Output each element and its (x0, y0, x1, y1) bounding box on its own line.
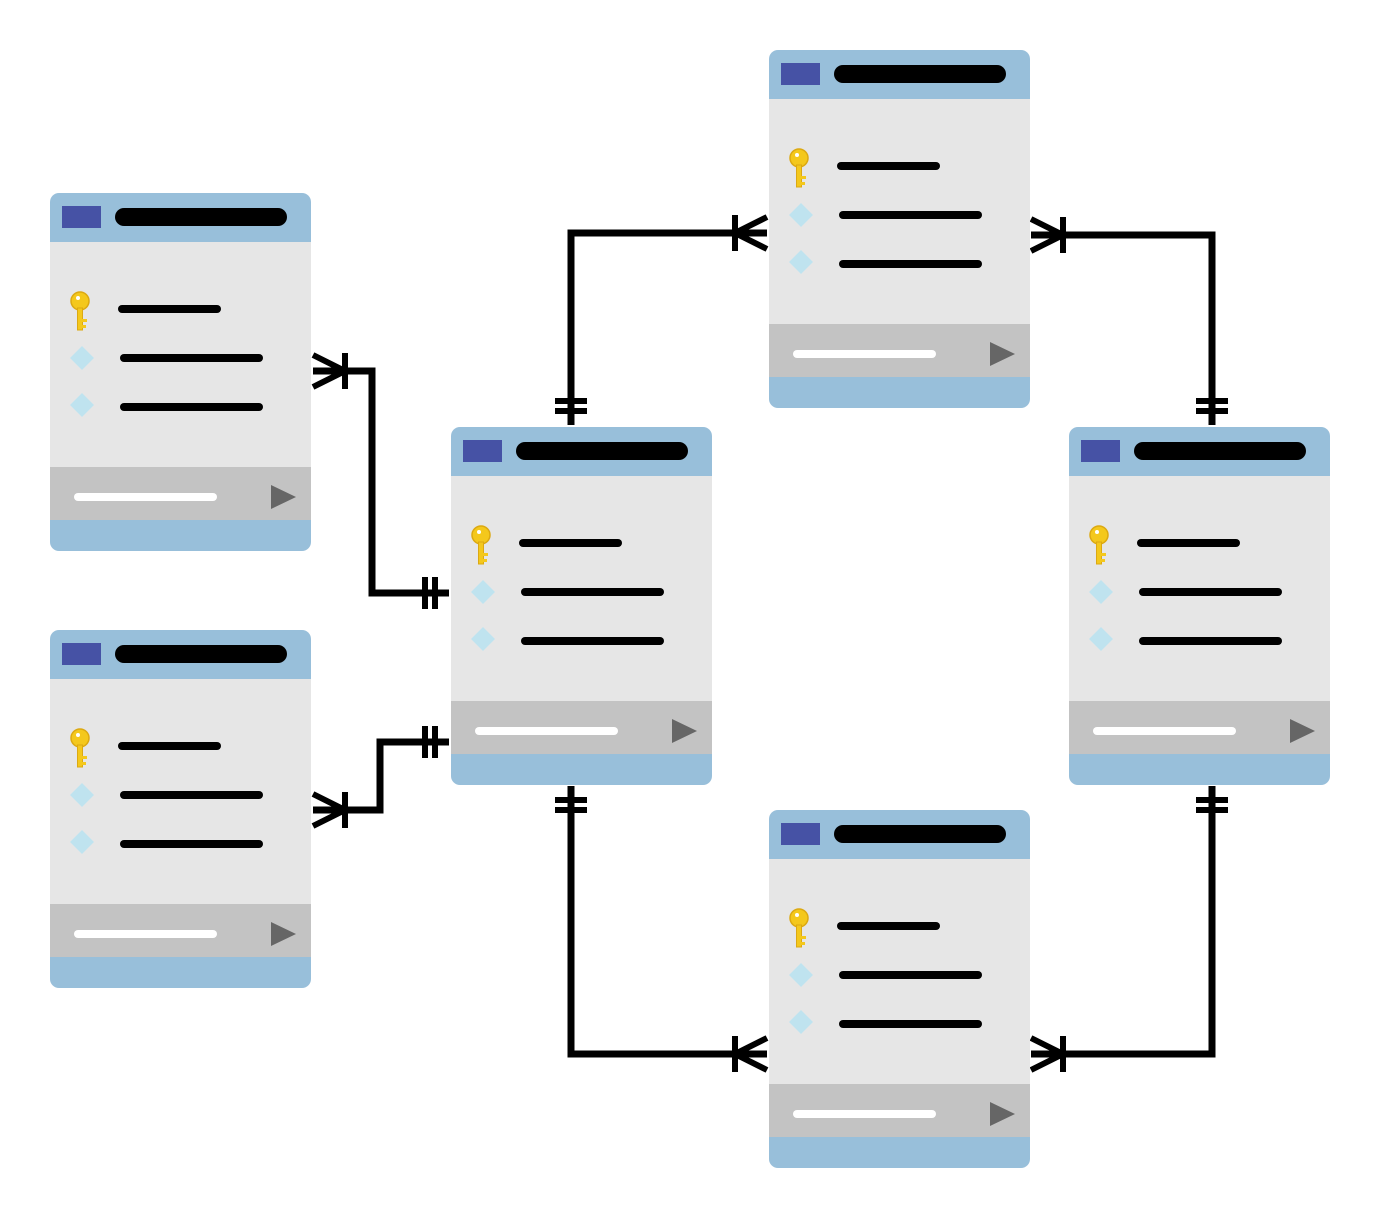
table-title-bar (1134, 442, 1306, 460)
table-chip-icon (781, 63, 820, 85)
database-tables (50, 50, 1330, 1168)
table-chip-icon (62, 643, 101, 665)
relationship-line (313, 367, 449, 597)
key-icon (70, 728, 90, 768)
one-or-many-marker (1029, 1035, 1070, 1073)
one-and-only-one-marker (422, 726, 438, 758)
one-and-only-one-marker (422, 577, 438, 609)
footer-input-bar[interactable] (74, 493, 217, 501)
one-or-many-marker (728, 214, 769, 252)
one-or-many-marker (311, 791, 352, 829)
rel-left-bottom-to-center (311, 726, 449, 829)
one-and-only-one-marker (555, 797, 587, 813)
diamond-icon (471, 580, 495, 604)
footer-input-bar[interactable] (1093, 727, 1236, 735)
table-center[interactable] (451, 427, 712, 785)
relationship-line (1031, 231, 1216, 425)
play-arrow-icon[interactable] (271, 485, 296, 509)
key-icon (1089, 525, 1109, 565)
diamond-icon (1089, 580, 1113, 604)
field-bar (1139, 637, 1282, 645)
diamond-icon (789, 1010, 813, 1034)
diamond-icon (70, 393, 94, 417)
diamond-icon (1089, 627, 1113, 651)
table-left-top[interactable] (50, 193, 311, 551)
one-and-only-one-marker (1196, 398, 1228, 414)
field-bar (120, 403, 263, 411)
table-left-bottom[interactable] (50, 630, 311, 988)
field-bar (120, 840, 263, 848)
table-title-bar (115, 645, 287, 663)
primary-key-field-bar (118, 742, 221, 750)
play-arrow-icon[interactable] (990, 342, 1015, 366)
one-or-many-marker (311, 352, 352, 390)
table-chip-icon (62, 206, 101, 228)
relationship-line (567, 229, 767, 425)
diamond-icon (471, 627, 495, 651)
diamond-icon (789, 250, 813, 274)
primary-key-field-bar (837, 922, 940, 930)
table-chip-icon (463, 440, 502, 462)
rel-right-to-bottom-right (1029, 786, 1228, 1073)
field-bar (120, 354, 263, 362)
play-arrow-icon[interactable] (271, 922, 296, 946)
play-arrow-icon[interactable] (1290, 719, 1315, 743)
play-arrow-icon[interactable] (672, 719, 697, 743)
key-icon (789, 908, 809, 948)
diamond-icon (70, 346, 94, 370)
field-bar (120, 791, 263, 799)
table-title-bar (115, 208, 287, 226)
footer-input-bar[interactable] (475, 727, 618, 735)
rel-left-top-to-center (311, 352, 449, 609)
field-bar (839, 211, 982, 219)
diamond-icon (70, 830, 94, 854)
rel-center-to-bottom-right (555, 786, 769, 1073)
rel-top-right-to-right (1029, 216, 1228, 425)
primary-key-field-bar (1137, 539, 1240, 547)
table-title-bar (834, 825, 1006, 843)
field-bar (521, 637, 664, 645)
field-bar (839, 1020, 982, 1028)
field-bar (839, 971, 982, 979)
relationship-connectors (311, 214, 1228, 1073)
table-top-right[interactable] (769, 50, 1030, 408)
one-or-many-marker (1029, 216, 1070, 254)
diamond-icon (789, 203, 813, 227)
key-icon (70, 291, 90, 331)
one-and-only-one-marker (555, 398, 587, 414)
primary-key-field-bar (118, 305, 221, 313)
play-arrow-icon[interactable] (990, 1102, 1015, 1126)
one-and-only-one-marker (1196, 797, 1228, 813)
footer-input-bar[interactable] (74, 930, 217, 938)
table-chip-icon (1081, 440, 1120, 462)
key-icon (789, 148, 809, 188)
relationship-line (313, 738, 449, 814)
one-or-many-marker (728, 1035, 769, 1073)
table-title-bar (516, 442, 688, 460)
table-right[interactable] (1069, 427, 1330, 785)
footer-input-bar[interactable] (793, 350, 936, 358)
key-icon (471, 525, 491, 565)
footer-input-bar[interactable] (793, 1110, 936, 1118)
diamond-icon (70, 783, 94, 807)
field-bar (1139, 588, 1282, 596)
relationship-line (1031, 786, 1216, 1058)
field-bar (521, 588, 664, 596)
primary-key-field-bar (837, 162, 940, 170)
rel-center-to-top-right (555, 214, 769, 425)
table-chip-icon (781, 823, 820, 845)
relationship-line (567, 786, 767, 1058)
table-bottom-right[interactable] (769, 810, 1030, 1168)
table-title-bar (834, 65, 1006, 83)
primary-key-field-bar (519, 539, 622, 547)
field-bar (839, 260, 982, 268)
diamond-icon (789, 963, 813, 987)
